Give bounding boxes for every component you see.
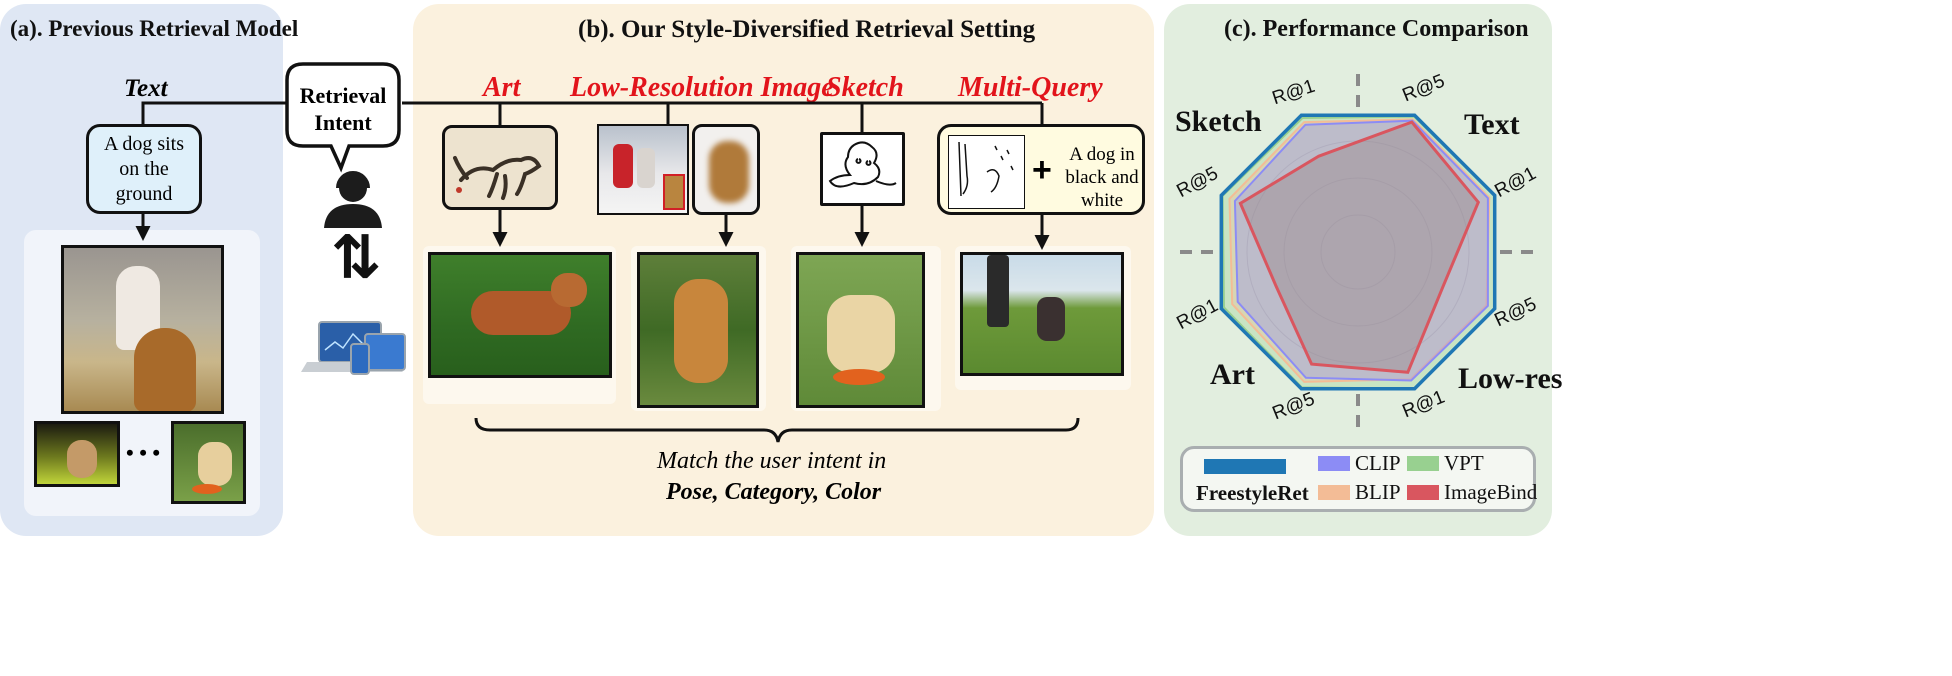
multi-query-text: A dog in black and white — [1065, 144, 1139, 211]
legend-label-vpt: VPT — [1444, 451, 1484, 475]
radar-chart — [1180, 74, 1536, 430]
radar-grid-ring — [1283, 177, 1433, 327]
french-bulldog — [1037, 297, 1065, 341]
devices-icon — [301, 321, 406, 375]
series-clip — [1233, 119, 1489, 382]
user-icon — [324, 171, 382, 228]
group-label-lowres: Low-res — [1458, 362, 1563, 395]
retrieved-image-bulldog — [34, 421, 120, 487]
result-image-multi — [960, 252, 1124, 376]
sketch-query-image — [820, 132, 905, 206]
yellow-lab — [827, 295, 895, 373]
panel-a-title: (a). Previous Retrieval Model — [10, 16, 299, 41]
text-query-box: A dog sits on the ground — [86, 124, 202, 214]
person-red-jacket — [613, 144, 633, 188]
legend-label-clip: CLIP — [1355, 451, 1401, 475]
result-image-sketch — [796, 252, 925, 408]
person-legs — [987, 255, 1009, 327]
brown-dog-head — [551, 273, 587, 307]
retrieval-intent-text: Retrieval Intent — [299, 83, 387, 135]
orange-frisbee — [833, 369, 885, 385]
text-label: Text — [124, 75, 168, 102]
retrieved-image-woman-dog — [61, 245, 224, 414]
caption-line-1: Match the user intent in — [657, 448, 887, 474]
multi-query-box: + A dog in black and white — [937, 124, 1145, 215]
radar-grid-ring — [1320, 214, 1396, 290]
legend-swatch-freestyleret — [1204, 459, 1286, 474]
group-label-sketch: Sketch — [1175, 105, 1262, 138]
multi-query-sketch — [948, 135, 1025, 209]
legend-label-imagebind: ImageBind — [1444, 480, 1538, 504]
golden-dog — [134, 328, 196, 411]
small-dog-highlight — [663, 174, 685, 210]
query-label-sketch: Sketch — [826, 72, 904, 103]
panel-c-title: (c). Performance Comparison — [1224, 16, 1529, 42]
plus-sign: + — [1032, 151, 1052, 189]
person-light-jacket — [637, 148, 655, 188]
text-query: A dog sits on the ground — [103, 132, 185, 205]
text-branch-line — [141, 101, 287, 124]
ink-dog-painting — [453, 156, 542, 200]
golden-retriever — [674, 279, 728, 383]
legend-swatch-vpt — [1407, 456, 1439, 471]
legend-swatch-blip — [1318, 485, 1350, 500]
art-query-image — [442, 125, 558, 210]
low-res-zoom-image — [692, 124, 760, 215]
legend-label-blip: BLIP — [1355, 480, 1401, 504]
legend-box — [1180, 446, 1536, 512]
dog-sketch — [828, 141, 897, 188]
legend-swatch-imagebind — [1407, 485, 1439, 500]
result-image-art — [428, 252, 612, 378]
group-label-text: Text — [1464, 108, 1520, 141]
panel-b-title: (b). Our Style-Diversified Retrieval Set… — [578, 16, 1036, 43]
series-imagebind — [1238, 120, 1481, 374]
query-label-multi-query: Multi-Query — [958, 72, 1103, 103]
blurry-dog — [709, 141, 749, 203]
low-res-query-image — [597, 124, 689, 215]
retrieval-intent-bubble — [285, 62, 401, 173]
caption-line-2: Pose, Category, Color — [666, 479, 882, 505]
group-label-art: Art — [1210, 358, 1255, 391]
labrador — [198, 442, 232, 486]
query-label-art: Art — [483, 72, 521, 103]
retrieved-image-lab-frisbee — [171, 421, 246, 504]
bulldog — [67, 440, 97, 478]
series-blip — [1228, 118, 1491, 383]
exchange-arrows-icon: ⇅ — [331, 223, 382, 293]
match-brace — [474, 417, 1080, 443]
series-freestyleret — [1219, 113, 1497, 391]
legend-swatch-clip — [1318, 456, 1350, 471]
query-label-low-resolution: Low-Resolution Image — [570, 72, 834, 103]
frisbee — [192, 484, 222, 494]
more-results-ellipsis: • • • — [126, 440, 161, 465]
result-image-lowres — [637, 252, 759, 408]
sketch-scene — [957, 141, 1014, 197]
legend-label-freestyleret: FreestyleRet — [1196, 481, 1309, 505]
